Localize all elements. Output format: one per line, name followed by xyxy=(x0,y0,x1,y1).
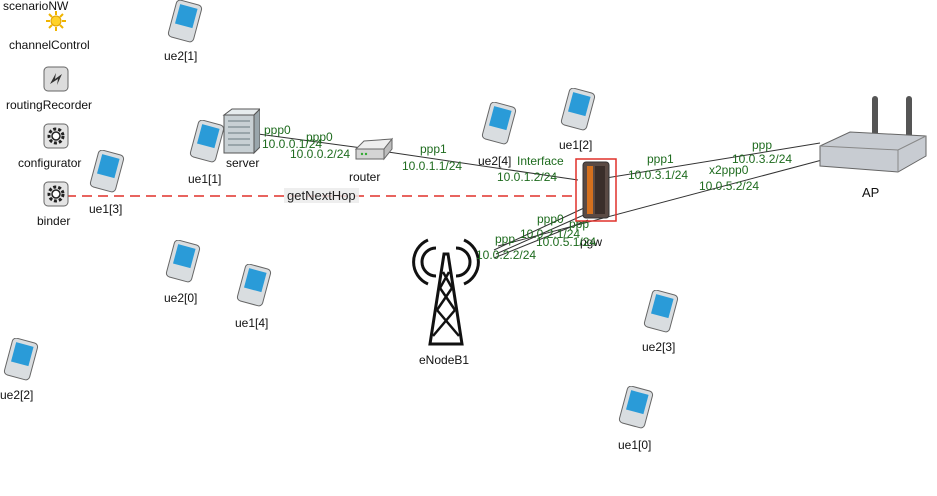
pda-icon xyxy=(643,289,679,333)
ue2-2-device[interactable] xyxy=(0,337,40,387)
ue1-2-device[interactable] xyxy=(557,87,597,137)
pda-icon xyxy=(481,101,517,145)
link-enb-pgw-c xyxy=(493,219,589,259)
link-label: 10.0.3.2/24 xyxy=(732,152,793,166)
ue1-1-label: ue1[1] xyxy=(188,172,222,186)
ue2-2-label: ue2[2] xyxy=(0,388,34,402)
ue2-3-label: ue2[3] xyxy=(642,340,676,354)
selection-highlight xyxy=(575,158,617,222)
configurator-gear-icon[interactable] xyxy=(43,123,69,149)
scenario-title: scenarioNW xyxy=(3,0,69,13)
ue2-4-label: ue2[4] xyxy=(478,154,512,168)
pda-icon xyxy=(560,87,596,131)
link-label: 10.0.2.2/24 xyxy=(476,248,537,262)
link-label: ppp xyxy=(495,232,516,246)
enodeb-tower-icon[interactable] xyxy=(406,232,486,348)
link-label: 10.0.2.1/24 xyxy=(520,227,581,241)
link-label: 10.0.0.1/24 xyxy=(262,137,323,151)
ue2-0-device[interactable] xyxy=(162,239,202,289)
ue2-0-label: ue2[0] xyxy=(164,291,198,305)
ue1-2-label: ue1[2] xyxy=(559,138,593,152)
configurator-label: configurator xyxy=(18,156,82,170)
ue1-3-label: ue1[3] xyxy=(89,202,123,216)
ue2-4-device[interactable] xyxy=(478,101,518,151)
pgw-label: pgw xyxy=(580,235,603,249)
router-label: router xyxy=(349,170,381,184)
link-label: 10.0.1.2/24 xyxy=(497,170,558,184)
pda-icon xyxy=(618,385,654,429)
channelcontrol-label: channelControl xyxy=(9,38,90,52)
router-icon[interactable] xyxy=(354,133,394,165)
ue1-0-device[interactable] xyxy=(615,385,655,435)
link-label: ppp1 xyxy=(647,152,674,166)
link-label: ppp1 xyxy=(420,142,447,156)
ue2-1-label: ue2[1] xyxy=(164,49,198,63)
link-label: ppp xyxy=(752,138,773,152)
link-label: ppp0 xyxy=(306,130,333,144)
sun-icon[interactable] xyxy=(45,10,67,32)
recorder-icon[interactable] xyxy=(43,66,69,92)
routingrecorder-label: routingRecorder xyxy=(6,98,93,112)
server-label: server xyxy=(226,156,260,170)
ue1-4-label: ue1[4] xyxy=(235,316,269,330)
ue1-0-label: ue1[0] xyxy=(618,438,652,452)
link-router-pgw xyxy=(387,151,579,181)
binder-label: binder xyxy=(37,214,71,228)
pda-icon xyxy=(167,0,203,43)
link-label: ppp0 xyxy=(264,123,291,137)
server-icon[interactable] xyxy=(222,107,260,155)
pgw-icon[interactable] xyxy=(575,158,617,222)
link-enb-ap xyxy=(497,159,823,247)
pda-icon xyxy=(89,149,125,193)
binder-gear-icon[interactable] xyxy=(43,181,69,207)
link-server-router xyxy=(257,133,363,149)
ue2-3-device[interactable] xyxy=(640,289,680,339)
ue2-1-device[interactable] xyxy=(164,0,204,49)
ue1-4-device[interactable] xyxy=(233,263,273,313)
ap-label: AP xyxy=(862,185,880,200)
link-label: 10.0.5.1/24 xyxy=(536,235,597,249)
link-enb-pgw-a xyxy=(493,207,585,251)
link-label: x2ppp0 xyxy=(709,163,749,177)
message-getnexthop-label: getNextHop xyxy=(284,188,359,203)
enodeb-label: eNodeB1 xyxy=(419,353,470,367)
link-label: 10.0.0.2/24 xyxy=(290,147,351,161)
pda-icon xyxy=(189,119,225,163)
link-label: 10.0.3.1/24 xyxy=(628,168,689,182)
ue1-1-device[interactable] xyxy=(186,119,226,169)
link-enb-pgw-b xyxy=(495,213,587,255)
link-pgw-ap xyxy=(605,142,821,179)
access-point-icon[interactable] xyxy=(814,94,930,180)
ue1-3-device[interactable] xyxy=(86,149,126,199)
link-label: Interface xyxy=(517,154,564,168)
link-label: ppp xyxy=(569,217,590,231)
link-label: 10.0.1.1/24 xyxy=(402,159,463,173)
pda-icon xyxy=(3,337,39,381)
pda-icon xyxy=(236,263,272,307)
pda-icon xyxy=(165,239,201,283)
link-label: ppp0 xyxy=(537,212,564,226)
link-label: 10.0.5.2/24 xyxy=(699,179,760,193)
